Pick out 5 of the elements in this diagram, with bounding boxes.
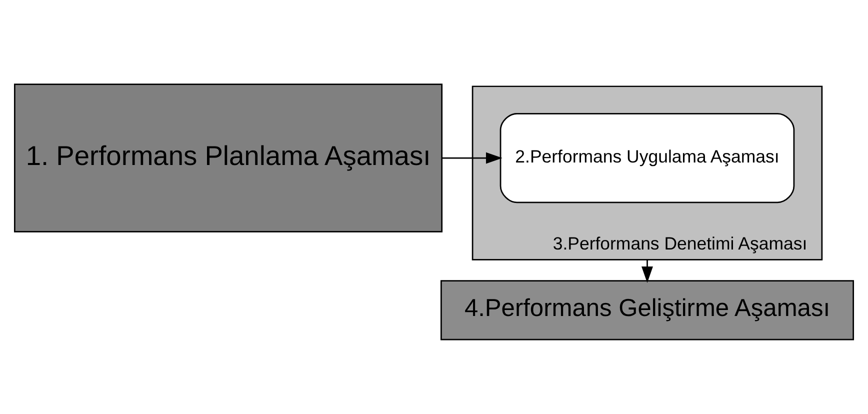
node-box: 1. Performans Planlama Aşaması (14, 83, 443, 232)
node-box: 4.Performans Geliştirme Aşaması (440, 280, 854, 340)
arrow (442, 152, 502, 164)
arrow (642, 259, 653, 282)
node-box: 2.Performans Uygulama Aşaması (500, 112, 795, 203)
